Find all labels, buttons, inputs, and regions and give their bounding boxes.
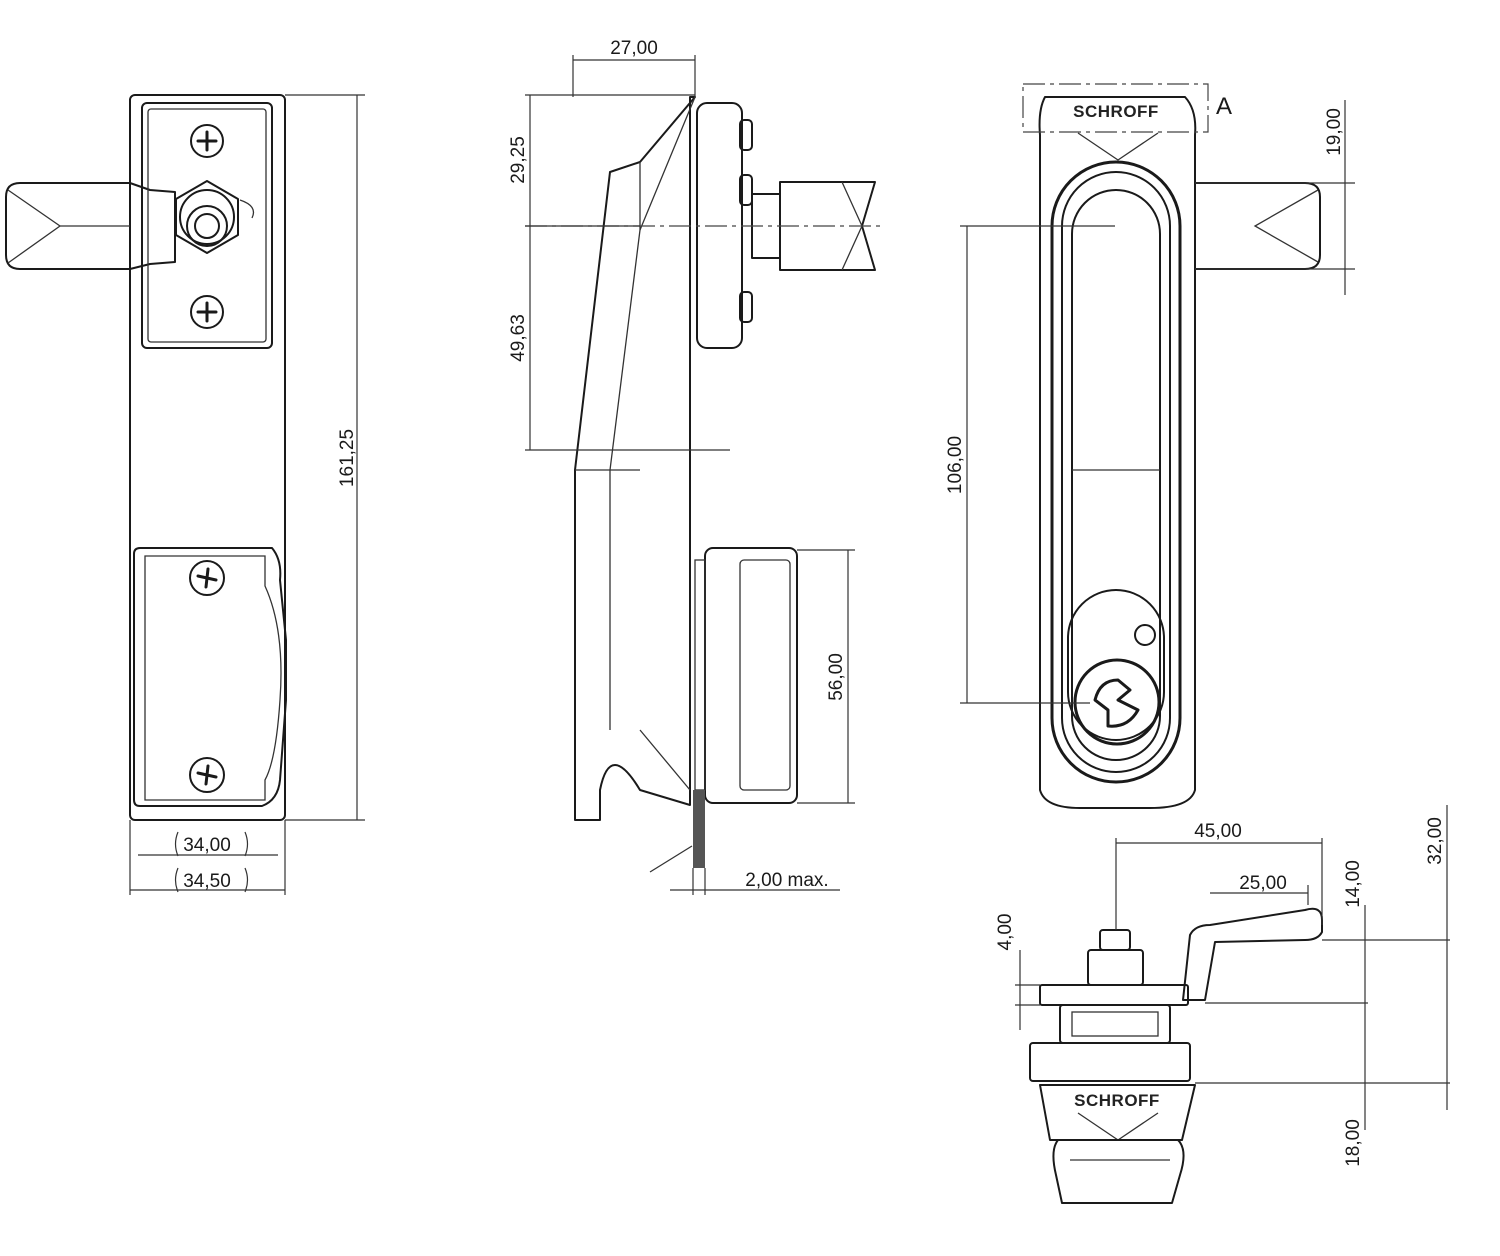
front-view bbox=[5, 94, 365, 895]
detail-label: A bbox=[1216, 93, 1232, 120]
dim-side-depth: 27,00 bbox=[610, 38, 658, 59]
side-dimensions bbox=[525, 55, 855, 895]
dim-bottom-cam-reach: 45,00 bbox=[1194, 821, 1242, 842]
dim-side-middle: 49,63 bbox=[508, 314, 529, 362]
dim-bottom-cam-height: 14,00 bbox=[1343, 860, 1364, 908]
dim-bottom-handle: 18,00 bbox=[1343, 1119, 1364, 1167]
front-cam bbox=[5, 182, 176, 270]
dim-back-pitch: 106,00 bbox=[945, 436, 966, 494]
back-dimensions bbox=[960, 100, 1355, 704]
dim-side-lower: 56,00 bbox=[826, 653, 847, 701]
dim-bottom-total: 32,00 bbox=[1425, 817, 1446, 865]
dim-bottom-small: 4,00 bbox=[995, 914, 1016, 951]
screw-mid bbox=[190, 295, 224, 329]
front-dimensions bbox=[129, 94, 365, 895]
dim-side-upper: 29,25 bbox=[508, 136, 529, 184]
front-lock-insert bbox=[133, 547, 287, 807]
dim-back-cam-offset: 19,00 bbox=[1324, 108, 1345, 156]
brand-logo-back: SCHROFF bbox=[1073, 102, 1159, 121]
dim-bottom-cam-arm: 25,00 bbox=[1239, 873, 1287, 894]
back-view bbox=[960, 83, 1355, 809]
side-view bbox=[525, 55, 880, 895]
dim-front-width-outer: 34,50 bbox=[183, 871, 231, 892]
dim-panel-thickness: 2,00 max. bbox=[745, 870, 828, 891]
labels: SCHROFF SCHROFF A 161,25 34,00 34,50 27,… bbox=[183, 38, 1446, 1167]
brand-logo-bottom: SCHROFF bbox=[1074, 1091, 1160, 1110]
spindle-nut bbox=[175, 180, 255, 254]
dim-front-height: 161,25 bbox=[337, 429, 358, 487]
dim-front-width-inner: 34,00 bbox=[183, 835, 231, 856]
bottom-dimensions bbox=[1015, 805, 1450, 1130]
bottom-view bbox=[1015, 805, 1450, 1204]
screw-top bbox=[190, 124, 224, 158]
